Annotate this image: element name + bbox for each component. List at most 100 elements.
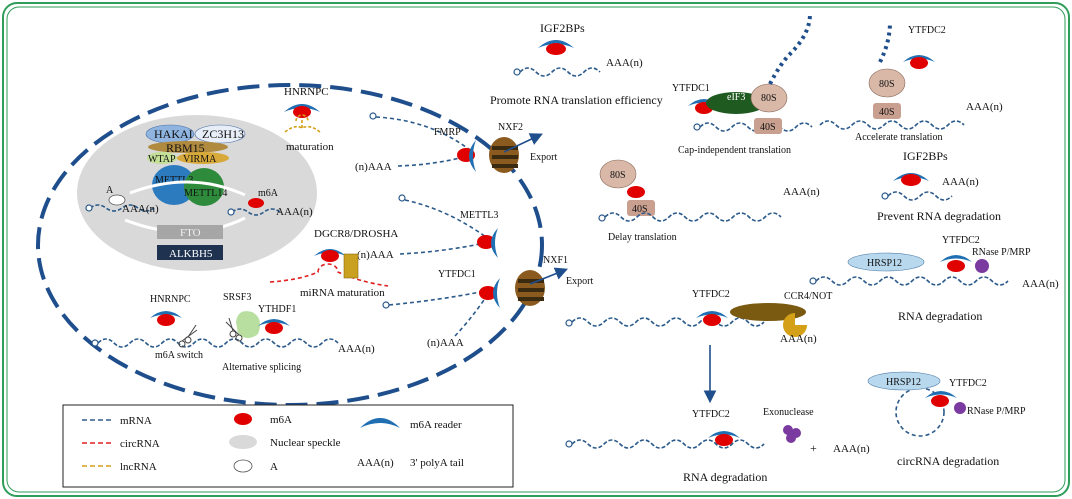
circrna-mirna bbox=[269, 263, 389, 287]
export-label-2: Export bbox=[566, 276, 593, 287]
rna-deg-a-label: RNA degradation bbox=[898, 309, 982, 323]
mirna-label: miRNA maturation bbox=[300, 287, 385, 299]
mrna-ytfdc1 bbox=[388, 291, 481, 306]
mrna-fmrp bbox=[375, 116, 471, 151]
speckle-mrna-left bbox=[89, 204, 155, 212]
promote-label: Promote RNA translation efficiency bbox=[490, 93, 663, 107]
mrna-prevent bbox=[887, 191, 953, 201]
alt-splicing-label: Alternative splicing bbox=[222, 362, 301, 373]
rbm15-label: RBM15 bbox=[166, 141, 205, 155]
hrsp12-a bbox=[847, 252, 925, 272]
hrsp12-a-label: HRSP12 bbox=[867, 258, 902, 269]
a-site bbox=[108, 194, 126, 206]
wtap-label: WTAP bbox=[148, 154, 176, 165]
polya-mettl3: (n)AAA bbox=[357, 249, 394, 261]
export-arrow-2 bbox=[529, 267, 568, 285]
circrna-loop bbox=[895, 387, 945, 437]
alkbh5-label: ALKBH5 bbox=[169, 248, 213, 260]
ribosome-40s-c bbox=[627, 200, 655, 216]
circ-deg-label: circRNA degradation bbox=[897, 454, 999, 468]
mettl14-protein bbox=[184, 168, 224, 206]
nxf1-label: NXF1 bbox=[543, 255, 568, 266]
ytfdc2-acc-label: YTFDC2 bbox=[908, 25, 946, 36]
r80s-b-label: 80S bbox=[879, 79, 895, 90]
delay-label: Delay translation bbox=[608, 232, 677, 243]
mettl3-label: METTL3 bbox=[460, 210, 498, 221]
export-label-1: Export bbox=[530, 152, 557, 163]
polya-delay: AAA(n) bbox=[783, 186, 820, 198]
mrna-acc bbox=[819, 120, 965, 130]
drosha-cylinder bbox=[343, 253, 359, 279]
wtap-protein bbox=[147, 152, 177, 164]
polya-prevent: AAA(n) bbox=[942, 176, 979, 188]
mettl3-protein bbox=[152, 165, 196, 205]
polya-splicing: AAA(n) bbox=[338, 343, 375, 355]
rnase-b bbox=[954, 402, 966, 414]
lncrna-hairpin bbox=[284, 114, 321, 133]
polya-left-speckle: AAA(n) bbox=[122, 203, 159, 215]
ythdf1-label: YTHDF1 bbox=[258, 304, 296, 315]
accelerate-label: Accelerate translation bbox=[855, 132, 942, 143]
polya-right-speckle: AAA(n) bbox=[276, 206, 313, 218]
r40s-a-label: 40S bbox=[760, 122, 776, 133]
ribosome-80s-c bbox=[599, 159, 637, 189]
reader-ytfdc1-nuc bbox=[493, 278, 500, 308]
legend-speckle: Nuclear speckle bbox=[270, 437, 341, 449]
rnase-a-label: RNase P/MRP bbox=[972, 247, 1031, 258]
srsf3-label: SRSF3 bbox=[223, 292, 251, 303]
hakai-label: HAKAI bbox=[154, 127, 193, 141]
ccr4-pac bbox=[783, 313, 807, 337]
nxf2-label: NXF2 bbox=[498, 122, 523, 133]
mrna-hrsp bbox=[815, 276, 1009, 286]
mrna-mettl3-tail bbox=[399, 243, 481, 255]
ribosome-80s-a bbox=[750, 83, 788, 113]
mettl14-label: METTL14 bbox=[184, 188, 227, 199]
legend-reader-icon bbox=[360, 418, 400, 428]
polya-ytfdc1: (n)AAA bbox=[427, 337, 464, 349]
mrna-igf-top bbox=[519, 67, 601, 77]
reader-ytfdc2-a bbox=[940, 255, 972, 262]
srsf3-protein bbox=[236, 311, 260, 338]
hrsp12-b bbox=[867, 371, 941, 391]
mrna-splicing bbox=[97, 338, 339, 348]
polya-hrsp: AAA(n) bbox=[1022, 278, 1059, 290]
fto-box bbox=[157, 225, 223, 239]
zc3h13-protein bbox=[194, 124, 246, 144]
maturation-label: maturation bbox=[286, 141, 334, 153]
mrna-mettl3 bbox=[404, 199, 491, 241]
r80s-c-label: 80S bbox=[610, 170, 626, 181]
legend-box bbox=[62, 404, 514, 488]
peptide-chain-a bbox=[768, 13, 812, 85]
hnrnpc-bottom-label: HNRNPC bbox=[150, 294, 191, 305]
prevent-label: Prevent RNA degradation bbox=[877, 209, 1001, 223]
igf2bps-mid-label: IGF2BPs bbox=[903, 149, 948, 163]
a-label: A bbox=[106, 185, 114, 196]
speckle-mrna-right bbox=[231, 208, 281, 216]
legend-circrna: circRNA bbox=[120, 438, 160, 450]
ribosome-40s-a bbox=[754, 118, 782, 134]
polya-exo: AAA(n) bbox=[833, 443, 870, 455]
m6a-switch-label: m6A switch bbox=[155, 350, 203, 361]
r40s-b-label: 40S bbox=[879, 107, 895, 118]
mrna-fmrp-tail bbox=[397, 157, 461, 167]
fmrp-label: FMRP bbox=[434, 127, 461, 138]
legend-polya-symbol: AAA(n) bbox=[357, 457, 394, 469]
mrna-ccr4 bbox=[571, 317, 765, 327]
fto-label: FTO bbox=[180, 227, 201, 239]
ytfdc1-nuc-label: YTFDC1 bbox=[438, 269, 476, 280]
mrna-delay bbox=[604, 212, 782, 222]
ccr4-label: CCR4/NOT bbox=[784, 291, 832, 302]
ytfdc2-exo-label: YTFDC2 bbox=[692, 409, 730, 420]
r80s-a-label: 80S bbox=[761, 93, 777, 104]
m6a-label-speckle: m6A bbox=[258, 188, 279, 199]
polya-acc: AAA(n) bbox=[966, 101, 1003, 113]
dgcr8-label: DGCR8/DROSHA bbox=[314, 228, 398, 240]
scissors-icon-2 bbox=[225, 317, 243, 342]
mrna-exo bbox=[571, 439, 765, 449]
rnase-a bbox=[975, 259, 989, 273]
exonuclease-label: Exonuclease bbox=[763, 407, 814, 418]
polya-fmrp: (n)AAA bbox=[355, 161, 392, 173]
rnase-b-label: RNase P/MRP bbox=[967, 406, 1026, 417]
ytfdc2-a-label: YTFDC2 bbox=[942, 235, 980, 246]
